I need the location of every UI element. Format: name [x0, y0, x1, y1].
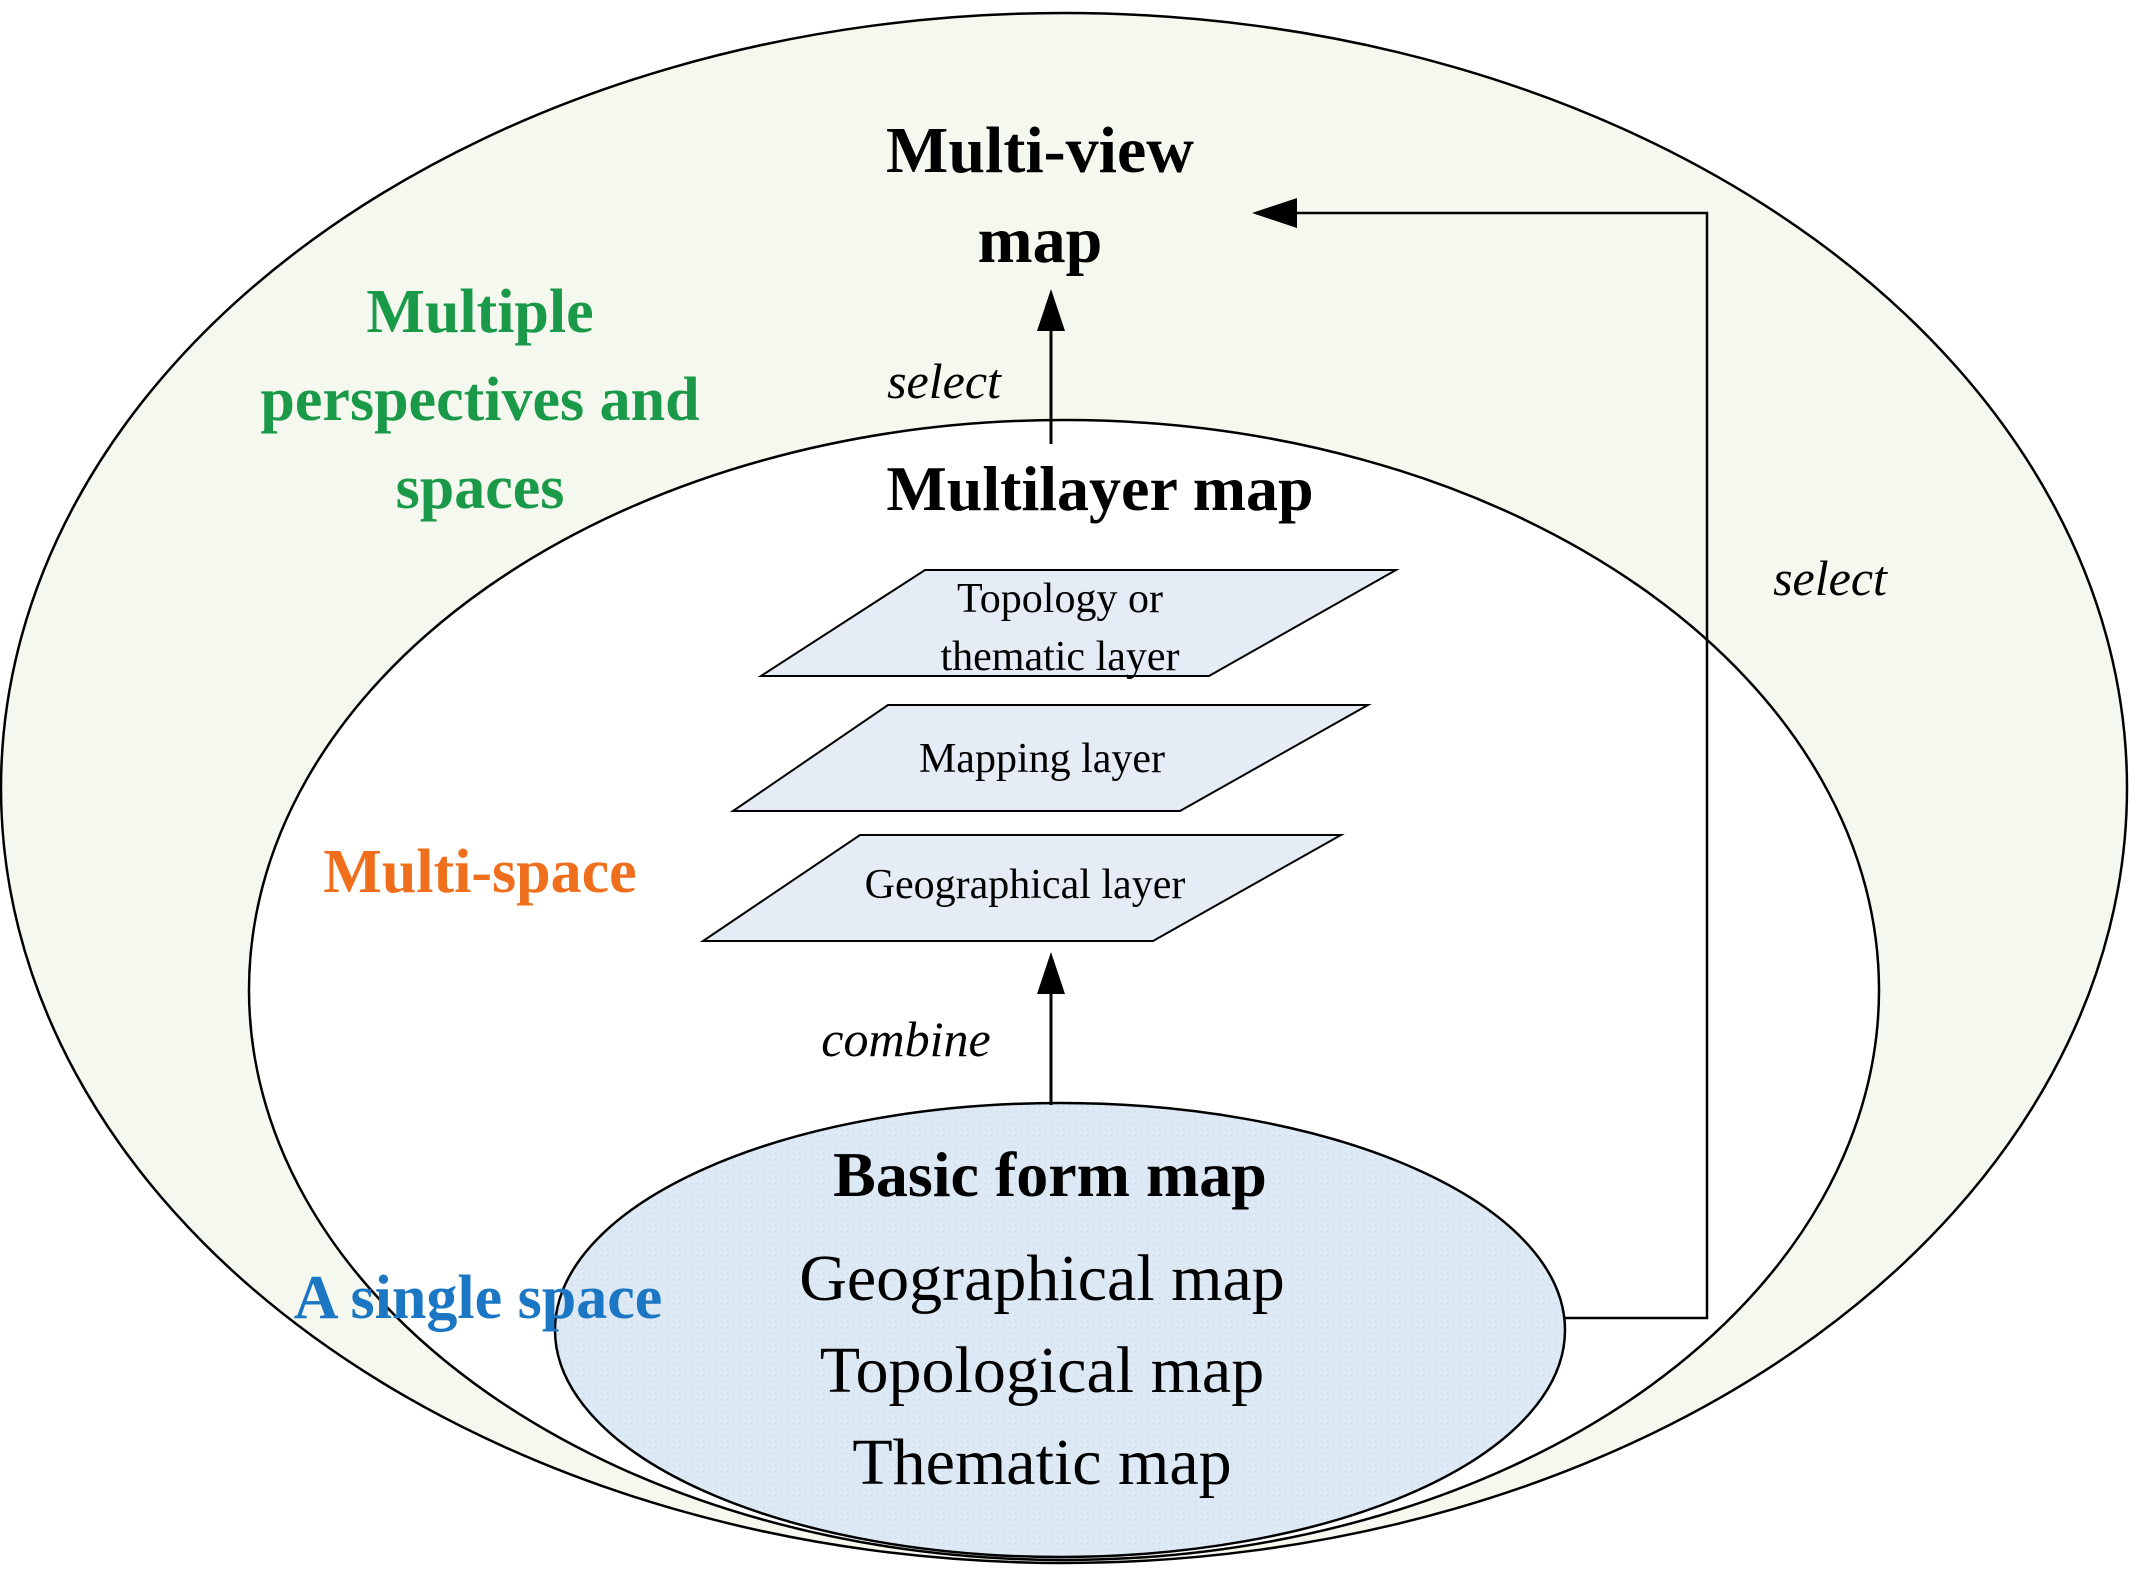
select-up-edge-label: select: [887, 353, 1002, 409]
basic-form-map-title: Basic form map: [833, 1139, 1267, 1210]
select-side-arrowhead: [1252, 198, 1297, 228]
inner-ellipse-region: [553, 1101, 1567, 1559]
select-side-edge-label: select: [1773, 550, 1888, 606]
basic-item-geographical-map: Geographical map: [799, 1242, 1285, 1315]
geographical-layer: [699, 834, 1345, 942]
select-side-connector: [1295, 211, 1709, 1320]
geographical-layer-label: Geographical layer: [865, 862, 1186, 908]
multiview-title-line-2: map: [978, 204, 1103, 277]
topology-thematic-layer-label-line-1: Topology or: [957, 576, 1163, 622]
select-up-arrowhead: [1037, 289, 1065, 331]
perspectives-label-line-3: spaces: [396, 454, 565, 522]
topology-thematic-layer-label-line-2: thematic layer: [940, 634, 1179, 680]
multi-space-label: Multi-space: [323, 838, 636, 906]
basic-item-topological-map: Topological map: [820, 1334, 1264, 1407]
topology-thematic-layer: [757, 569, 1400, 677]
combine-edge-label: combine: [821, 1011, 990, 1067]
mapping-layer-label: Mapping layer: [919, 736, 1165, 782]
basic-item-thematic-map: Thematic map: [852, 1426, 1231, 1499]
multiview-title-line-1: Multi-view: [886, 114, 1194, 187]
single-space-label: A single space: [294, 1264, 663, 1332]
mapping-layer: [729, 704, 1372, 812]
perspectives-label-line-1: Multiple: [366, 278, 593, 346]
combine-arrowhead: [1037, 952, 1065, 994]
perspectives-label-line-2: perspectives and: [260, 366, 699, 434]
multilayer-title: Multilayer map: [886, 453, 1313, 524]
